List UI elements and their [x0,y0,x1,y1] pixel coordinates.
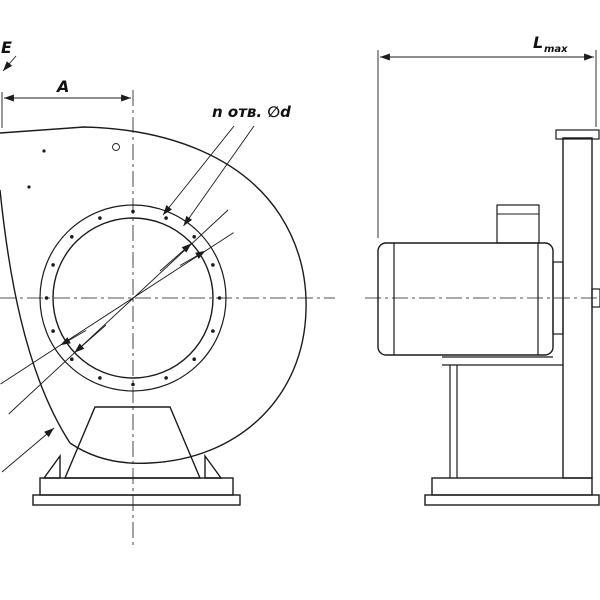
housing-side-profile [562,137,593,479]
pedestal-gusset-left [42,453,61,479]
holes-note-label: n отв. ∅d [212,103,291,121]
dim-e-label: E [1,38,12,57]
inlet-collar-stub [591,288,600,308]
diameter-dim-2-arrow-a [179,250,206,266]
volute-casing-outline [0,126,307,465]
diameter-dim-1-arrow-b [74,324,107,353]
dim-e-leader [2,55,17,72]
pedestal-trapezoid [63,406,202,479]
motor-junction-box [496,204,540,244]
outlet-flange-top [555,129,600,140]
dim-lmax-subscript: max [544,44,568,55]
diameter-dim-2-arrow-b [60,330,87,346]
base-strip-front [32,494,241,506]
motor-body [377,242,554,356]
base-plate-side [431,477,593,496]
casing-rivet [42,149,46,153]
base-plate-front [39,477,234,496]
dim-a-label: A [55,77,69,96]
holes-note-leader-2 [183,125,255,227]
base-strip-side [424,494,600,506]
dim-lmax-label: L [533,33,543,52]
fan-side-view: L max [365,33,600,506]
casing-rivet [27,185,31,189]
holes-note-leader-1 [162,125,235,216]
casing-leader-line [1,427,55,473]
casing-hole [112,143,120,151]
volute-casing-left-edge [0,189,71,444]
diameter-dim-line-2 [0,232,234,385]
fan-front-view: A E n отв. ∅d [0,38,335,546]
diameter-dim-1-arrow-a [159,243,192,272]
pedestal-gusset-right [204,453,223,479]
